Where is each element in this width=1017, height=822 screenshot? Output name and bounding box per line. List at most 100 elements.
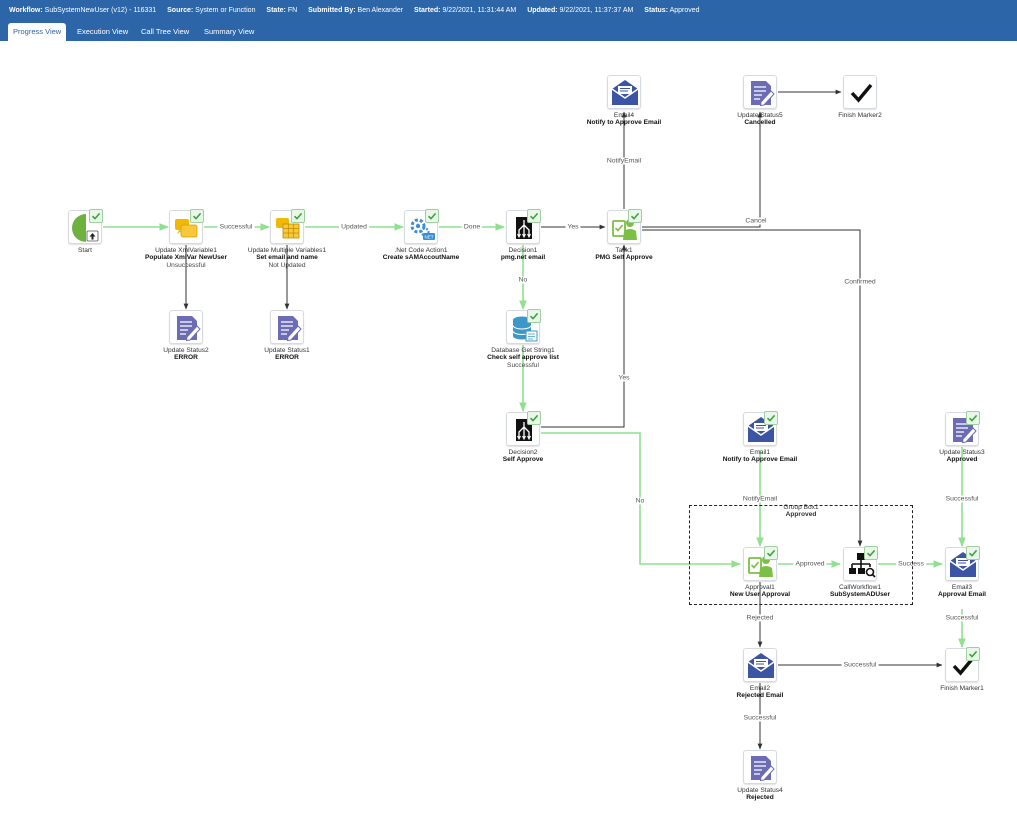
wire-label-successful-2: Successful bbox=[943, 495, 981, 503]
node-name: Start bbox=[78, 247, 92, 254]
node-label: CallWorkflow1 SubSystemADUser bbox=[815, 584, 905, 599]
wire-label-yes-2: Yes bbox=[616, 374, 632, 382]
submitted-by-value: Ben Alexander bbox=[357, 7, 404, 14]
node-label: Start bbox=[40, 247, 130, 254]
node-label: Update Status1 ERROR bbox=[242, 347, 332, 362]
node-name: Email2 bbox=[749, 685, 771, 692]
wire-label-updated: Updated bbox=[339, 223, 369, 231]
email-icon bbox=[945, 546, 980, 581]
node-name: Update Status5 bbox=[737, 112, 783, 119]
wire-label-approved: Approved bbox=[793, 560, 827, 568]
node-name: Update Status2 bbox=[163, 347, 209, 354]
tab-call-tree-view[interactable]: Call Tree View bbox=[141, 27, 190, 36]
node-label: Email2 Rejected Email bbox=[715, 685, 805, 700]
node-name: Decision1 bbox=[508, 247, 538, 254]
node-label: Update Status2 ERROR bbox=[141, 347, 231, 362]
node-label: Email3 Approval Email bbox=[917, 584, 1007, 599]
node-title: Notify to Approve Email bbox=[722, 456, 798, 464]
completed-check-icon bbox=[628, 209, 642, 223]
email-icon bbox=[743, 411, 778, 446]
wire-label-no-2: No bbox=[633, 497, 647, 505]
node-title: Cancelled bbox=[744, 119, 776, 127]
submitted-by-label: Submitted By: bbox=[308, 7, 356, 14]
email-icon bbox=[607, 75, 641, 109]
node-title: SubSystemADUser bbox=[829, 591, 891, 599]
node-name: Finish Marker2 bbox=[838, 112, 882, 119]
tab-execution-view[interactable]: Execution View bbox=[77, 27, 129, 36]
completed-check-icon bbox=[527, 309, 541, 323]
node-name: Email3 bbox=[951, 584, 973, 591]
status-icon bbox=[743, 75, 777, 109]
node-label: Approval1 New User Approval bbox=[715, 584, 805, 599]
node-name: Task1 bbox=[615, 247, 633, 254]
wire-label-done: Done bbox=[461, 223, 483, 231]
node-status: Not Updated bbox=[268, 261, 306, 269]
group-box-approved[interactable]: Group Box1 Approved bbox=[689, 504, 913, 605]
wire-label-confirmed: Confirmed bbox=[842, 278, 878, 286]
status-icon bbox=[945, 411, 980, 446]
updated-value: 9/22/2021, 11:37:37 AM bbox=[559, 7, 634, 14]
node-label: Email1 Notify to Approve Email bbox=[715, 449, 805, 464]
workflow-label: Workflow: bbox=[9, 7, 43, 14]
node-label: Update Status3 Approved bbox=[917, 449, 1007, 464]
node-label: Database Get String1 Check self approve … bbox=[478, 347, 568, 369]
node-name: Finish Marker1 bbox=[940, 685, 984, 692]
node-title: Self Approve bbox=[502, 456, 544, 464]
state-value: FN bbox=[287, 7, 298, 14]
node-status: Unsuccessful bbox=[166, 261, 206, 269]
variables-icon bbox=[169, 209, 204, 244]
tab-summary-view[interactable]: Summary View bbox=[204, 27, 255, 36]
wire-label-successful-1: Successful bbox=[217, 223, 255, 231]
wire-task1-callwf1 bbox=[642, 229, 863, 547]
node-title: Check self approve list bbox=[487, 354, 559, 362]
wire-label-rejected: Rejected bbox=[744, 614, 776, 622]
completed-check-icon bbox=[527, 411, 541, 425]
node-name: Decision2 bbox=[508, 449, 538, 456]
wire-decision2-task1 bbox=[541, 244, 627, 428]
node-label: Email4 Notify to Approve Email bbox=[579, 112, 669, 127]
node-label: Finish Marker1 bbox=[917, 685, 1007, 692]
wire-label-yes-1: Yes bbox=[565, 223, 581, 231]
node-label: Update XmlVariable1 Populate XmlVar NewU… bbox=[141, 247, 231, 269]
node-name: Update Status3 bbox=[939, 449, 985, 456]
node-name: Update Status1 bbox=[264, 347, 310, 354]
completed-check-icon bbox=[527, 209, 541, 223]
workflow-info-bar: Workflow: SubSystemNewUser (v12) - 11633… bbox=[0, 0, 1017, 22]
completed-check-icon bbox=[966, 411, 980, 425]
node-title: Set email and name bbox=[256, 254, 318, 262]
wire-label-successful-4: Successful bbox=[841, 661, 879, 669]
wire-label-successful-5: Successful bbox=[741, 714, 779, 722]
node-name: Database Get String1 bbox=[491, 347, 555, 354]
group-box-label: Group Box1 Approved bbox=[690, 504, 912, 519]
completed-check-icon bbox=[966, 546, 980, 560]
node-label: Task1 PMG Self Approve bbox=[579, 247, 669, 262]
node-title: Create sAMAccoutName bbox=[382, 254, 460, 262]
node-name: Update Status4 bbox=[737, 787, 783, 794]
status-icon bbox=[169, 310, 203, 344]
node-status: Successful bbox=[507, 361, 539, 369]
wire-label-notify-email-2: NotifyEmail bbox=[740, 495, 780, 503]
finish-icon bbox=[843, 75, 877, 109]
workflow-value: SubSystemNewUser (v12) - 116331 bbox=[44, 7, 157, 14]
completed-check-icon bbox=[864, 546, 878, 560]
node-title: Rejected Email bbox=[736, 692, 784, 700]
node-label: Decision1 pmg.net email bbox=[478, 247, 568, 262]
node-label: .Net Code Action1 Create sAMAccoutName bbox=[376, 247, 466, 262]
wire-label-success: Success bbox=[896, 560, 926, 568]
database-icon bbox=[506, 309, 541, 344]
wire-task1-update-status5 bbox=[642, 111, 763, 228]
approval-icon bbox=[743, 546, 778, 581]
call-workflow-icon bbox=[843, 546, 878, 581]
node-title: ERROR bbox=[275, 354, 299, 362]
finish-icon bbox=[945, 647, 980, 682]
svg-text:NET: NET bbox=[425, 235, 434, 240]
completed-check-icon bbox=[966, 647, 980, 661]
node-label: Update Status5 Cancelled bbox=[715, 112, 805, 127]
source-value: System or Function bbox=[195, 7, 256, 14]
node-name: Approval1 bbox=[745, 584, 775, 591]
node-title: New User Approval bbox=[729, 591, 791, 599]
tab-progress-view[interactable]: Progress View bbox=[8, 23, 67, 41]
node-name: .Net Code Action1 bbox=[394, 247, 448, 254]
node-name: CallWorkflow1 bbox=[838, 584, 882, 591]
status-icon bbox=[270, 310, 304, 344]
